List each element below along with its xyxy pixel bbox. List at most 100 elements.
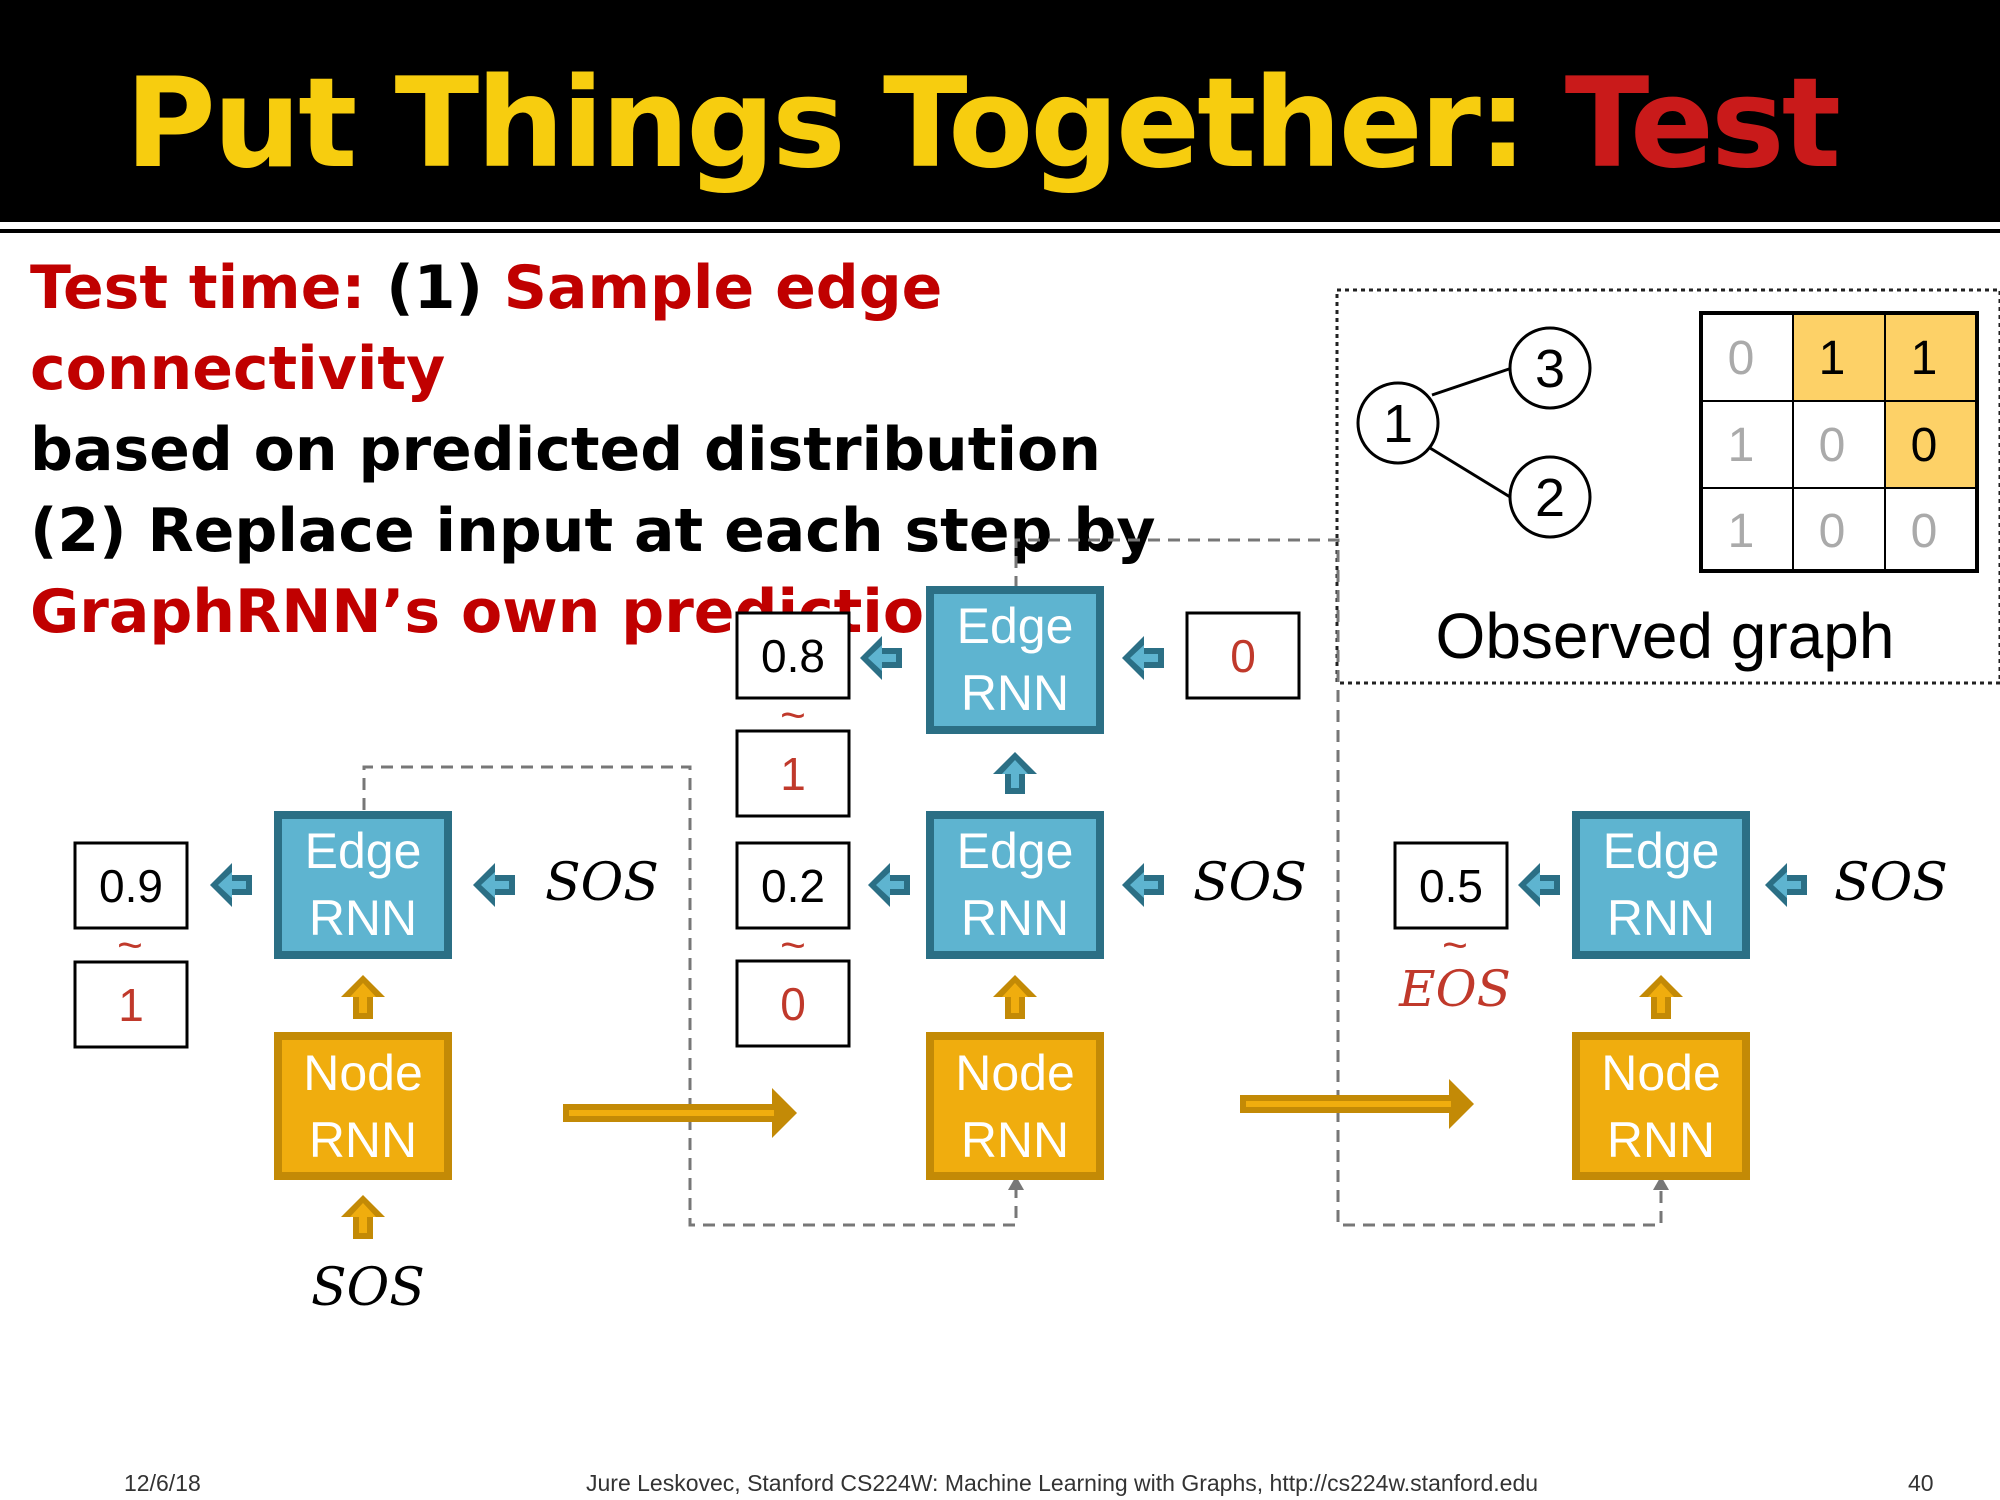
sos-edge-input-step1: SOS	[545, 853, 659, 913]
edge-rnn-step3: Edge RNN	[1572, 811, 1750, 959]
edge-rnn-box	[926, 811, 1104, 959]
sos-edge-input-step3: SOS	[1834, 853, 1948, 913]
node-rnn-step2: Node RNN	[926, 1032, 1104, 1180]
edge-rnn-label-1: Edge	[957, 598, 1074, 654]
eos-tilde: ~	[1442, 921, 1468, 970]
edge-input-box-step2	[1185, 611, 1301, 700]
node-rnn-label-1: Node	[955, 1045, 1075, 1101]
matrix-cell-0-1: 1	[1819, 332, 1846, 385]
sos-edge-input-step2: SOS	[1193, 853, 1307, 913]
connector-step1-to-step2	[362, 765, 1018, 1227]
matrix-cell-1-2: 0	[1911, 419, 1938, 472]
footer-page-number: 40	[1908, 1470, 1934, 1496]
node-rnn-label-1: Node	[1601, 1045, 1721, 1101]
edge-rnn-box	[1572, 811, 1750, 959]
sample-box-step2-top	[735, 729, 851, 818]
sos-node-input: SOS	[311, 1258, 425, 1318]
title-highlight: Test	[1564, 52, 1841, 196]
edge-rnn-label-2: RNN	[309, 890, 417, 946]
matrix-cell-1-2-highlight	[1885, 401, 1977, 488]
arrow-left-icon	[210, 863, 252, 907]
edge-rnn-box	[926, 586, 1104, 734]
matrix-cell-1-1: 0	[1819, 419, 1846, 472]
edge-rnn-label-2: RNN	[961, 890, 1069, 946]
edge-rnn-step1: Edge RNN	[274, 811, 452, 959]
arrow-up-icon	[341, 975, 385, 1019]
title-bar	[0, 0, 2000, 222]
graph-edge-1-3	[1431, 366, 1513, 397]
node-rnn-arrow-1	[563, 1088, 797, 1138]
footer-date: 12/6/18	[124, 1470, 201, 1496]
intro-step-1: (1)	[386, 253, 504, 323]
matrix-border	[1699, 311, 1979, 573]
connector-step2-to-step3	[1014, 538, 1663, 1227]
observed-graph-caption: Observed graph	[1436, 600, 1895, 672]
arrow-left-icon	[1122, 636, 1164, 680]
graph-node-1-label: 1	[1383, 394, 1413, 454]
prob-box-step3	[1393, 841, 1509, 930]
eos-sample: EOS	[1398, 960, 1511, 1018]
node-rnn-step3: Node RNN	[1572, 1032, 1750, 1180]
prob-value-step1: 0.9	[99, 860, 163, 912]
node-rnn-box	[274, 1032, 452, 1180]
intro-test-time: Test time:	[30, 253, 387, 323]
intro-line-3: (2) Replace input at each step by	[30, 496, 1156, 566]
graph-node-2	[1508, 455, 1592, 539]
arrow-up-icon	[1639, 975, 1683, 1019]
arrow-left-icon	[473, 863, 515, 907]
sample-value-step2-bottom: 0	[780, 978, 806, 1030]
arrow-left-icon	[868, 863, 910, 907]
matrix-cell-2-1: 0	[1819, 505, 1846, 558]
connector-arrowhead	[1653, 1176, 1669, 1190]
prob-value-step2-top: 0.8	[761, 630, 825, 682]
node-rnn-step1: Node RNN	[274, 1032, 452, 1180]
sample-value-step1: 1	[118, 979, 144, 1031]
arrow-left-icon	[1518, 863, 1560, 907]
prob-value-step3: 0.5	[1419, 860, 1483, 912]
edge-rnn-label-2: RNN	[1607, 890, 1715, 946]
graph-node-2-label: 2	[1535, 468, 1565, 528]
arrow-left-icon	[1765, 863, 1807, 907]
edge-rnn-step2-bottom: Edge RNN	[926, 811, 1104, 959]
edge-rnn-step2-top: Edge RNN	[926, 586, 1104, 734]
matrix-cell-1-0: 1	[1728, 419, 1755, 472]
intro-sample-edge: Sample edge connectivity	[30, 253, 943, 404]
matrix-cell-0-2-highlight	[1885, 313, 1977, 401]
title-rule	[0, 229, 2000, 233]
node-rnn-box	[1572, 1032, 1750, 1180]
adjacency-matrix: 0 1 1 1 0 0 1 0 0	[1699, 311, 1979, 573]
node-rnn-box	[926, 1032, 1104, 1180]
arrow-up-icon	[341, 1195, 385, 1239]
intro-line-2: based on predicted distribution	[30, 415, 1101, 485]
edge-rnn-label-1: Edge	[957, 823, 1074, 879]
arrow-right-core	[569, 1110, 774, 1116]
observed-graph-box	[1335, 288, 2000, 685]
matrix-cell-0-1-highlight	[1793, 313, 1885, 401]
matrix-cell-2-0: 1	[1728, 505, 1755, 558]
arrow-left-icon	[860, 636, 902, 680]
dashed-connectors	[362, 538, 1663, 1227]
graph-node-3	[1508, 326, 1592, 410]
arrow-up-icon	[993, 975, 1037, 1019]
prob-box-step1	[73, 841, 189, 930]
edge-rnn-box	[274, 811, 452, 959]
node-rnn-label-2: RNN	[1607, 1112, 1715, 1168]
sample-box-step2-bottom	[735, 959, 851, 1048]
node-rnn-label-1: Node	[303, 1045, 423, 1101]
graph-node-3-label: 3	[1535, 339, 1565, 399]
prob-box-step2-top	[735, 611, 851, 700]
node-rnn-arrow-2	[1240, 1079, 1474, 1129]
arrow-up-icon	[993, 752, 1037, 794]
matrix-cell-0-0: 0	[1728, 332, 1755, 385]
graph-edge-1-2	[1429, 446, 1516, 502]
connector-arrowhead	[1008, 1176, 1024, 1190]
slide-title: Put Things Together: Test	[125, 52, 1841, 196]
footer-credit: Jure Leskovec, Stanford CS224W: Machine …	[586, 1470, 1539, 1496]
edge-rnn-label-1: Edge	[1603, 823, 1720, 879]
arrow-left-icon	[1122, 863, 1164, 907]
sample-value-step2-top: 1	[780, 748, 806, 800]
edge-rnn-label-2: RNN	[961, 665, 1069, 721]
edge-input-value-step2: 0	[1230, 630, 1256, 682]
title-main: Put Things Together:	[125, 52, 1565, 196]
